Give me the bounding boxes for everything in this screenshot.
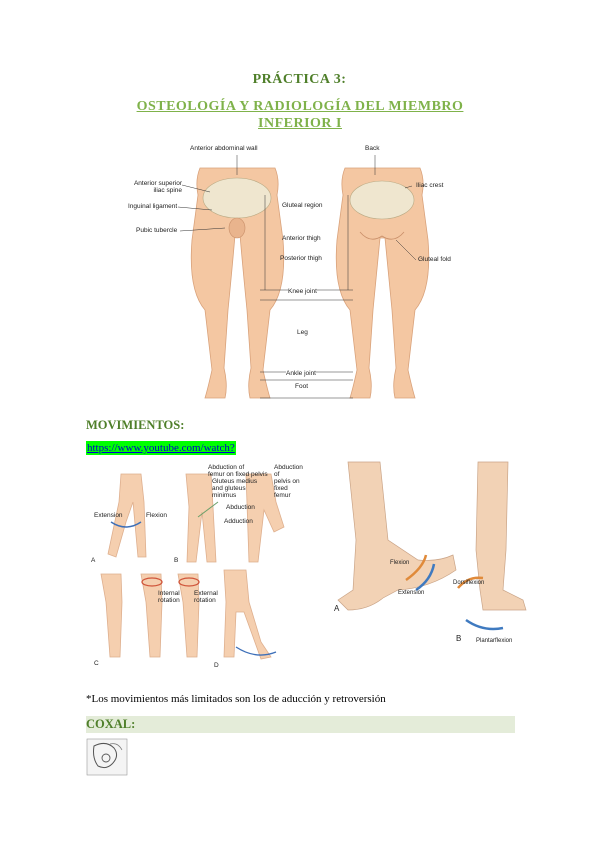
hip-label-abduction-pelvis: Abduction of pelvis on fixed femur (274, 464, 303, 499)
hip-label-abduction: Abduction (226, 504, 255, 511)
subtitle-line-1: OSTEOLOGÍA Y RADIOLOGÍA DEL MIEMBRO (136, 99, 464, 114)
label-posterior-thigh: Posterior thigh (280, 255, 322, 262)
hip-label-gluteus: Gluteus medius and gluteus minimus (212, 478, 258, 499)
label-ankle-joint: Ankle joint (286, 370, 316, 377)
knee-panel-a: A (334, 604, 340, 613)
label-anterior-abdominal-wall: Anterior abdominal wall (190, 145, 258, 152)
knee-label-flexion: Flexion (390, 560, 410, 566)
label-gluteal-region: Gluteal region (282, 202, 323, 209)
hip-panel-a: A (91, 557, 96, 564)
coxal-heading-bar: COXAL: (86, 716, 515, 733)
hip-panel-b: B (174, 557, 179, 564)
hip-movements-illustration (100, 473, 285, 660)
movements-note: *Los movimientos más limitados son los d… (86, 693, 386, 705)
hip-movements-figure: Extension Flexion A Abduction of femur o… (86, 462, 306, 672)
label-back: Back (365, 145, 380, 152)
coxal-bone-thumbnail (86, 738, 128, 776)
label-asis: Anterior superior iliac spine (133, 180, 182, 194)
anterior-view-body (190, 167, 285, 399)
lower-limb-illustration (177, 155, 430, 399)
label-foot: Foot (295, 383, 309, 390)
hip-label-flexion: Flexion (146, 512, 167, 519)
knee-ankle-illustration (337, 461, 527, 631)
label-iliac-crest: Iliac crest (416, 182, 444, 189)
hip-label-extension: Extension (94, 512, 123, 519)
label-pubic-tubercle: Pubic tubercle (136, 227, 178, 234)
hip-label-external-rotation: External rotation (194, 590, 218, 604)
label-knee-joint: Knee joint (288, 288, 317, 295)
knee-ankle-movements-figure: Flexion Extension A Dorsiflexion Plantar… (318, 460, 533, 650)
youtube-link[interactable]: https://www.youtube.com/watch? (86, 441, 236, 455)
coxal-bone-icon (86, 738, 128, 776)
ankle-label-dorsiflexion: Dorsiflexion (453, 580, 485, 586)
posterior-view-body (335, 167, 430, 399)
hip-panel-d: D (214, 662, 219, 669)
lower-limb-regions-figure: Anterior abdominal wall Back Anterior su… (100, 140, 500, 405)
page-title: PRÁCTICA 3: (252, 72, 347, 87)
ankle-label-plantarflexion: Plantarflexion (476, 638, 513, 644)
label-gluteal-fold: Gluteal fold (418, 256, 451, 263)
movements-link-wrapper: https://www.youtube.com/watch? (86, 438, 236, 456)
label-inguinal-ligament: Inguinal ligament (128, 203, 178, 210)
label-anterior-thigh: Anterior thigh (282, 235, 321, 242)
page-subtitle: OSTEOLOGÍA Y RADIOLOGÍA DEL MIEMBRO INFE… (110, 98, 490, 132)
label-leg: Leg (297, 329, 308, 336)
coxal-heading: COXAL: (86, 717, 136, 731)
subtitle-line-2: INFERIOR I (258, 116, 342, 131)
knee-label-extension: Extension (398, 590, 425, 596)
hip-label-internal-rotation: Internal rotation (158, 590, 180, 604)
movements-heading: MOVIMIENTOS: (86, 418, 185, 432)
hip-label-abduction-femur: Abduction of femur on fixed pelvis (208, 464, 268, 478)
hip-label-adduction: Adduction (224, 518, 253, 525)
hip-panel-c: C (94, 660, 99, 667)
ankle-panel-b: B (456, 634, 462, 643)
